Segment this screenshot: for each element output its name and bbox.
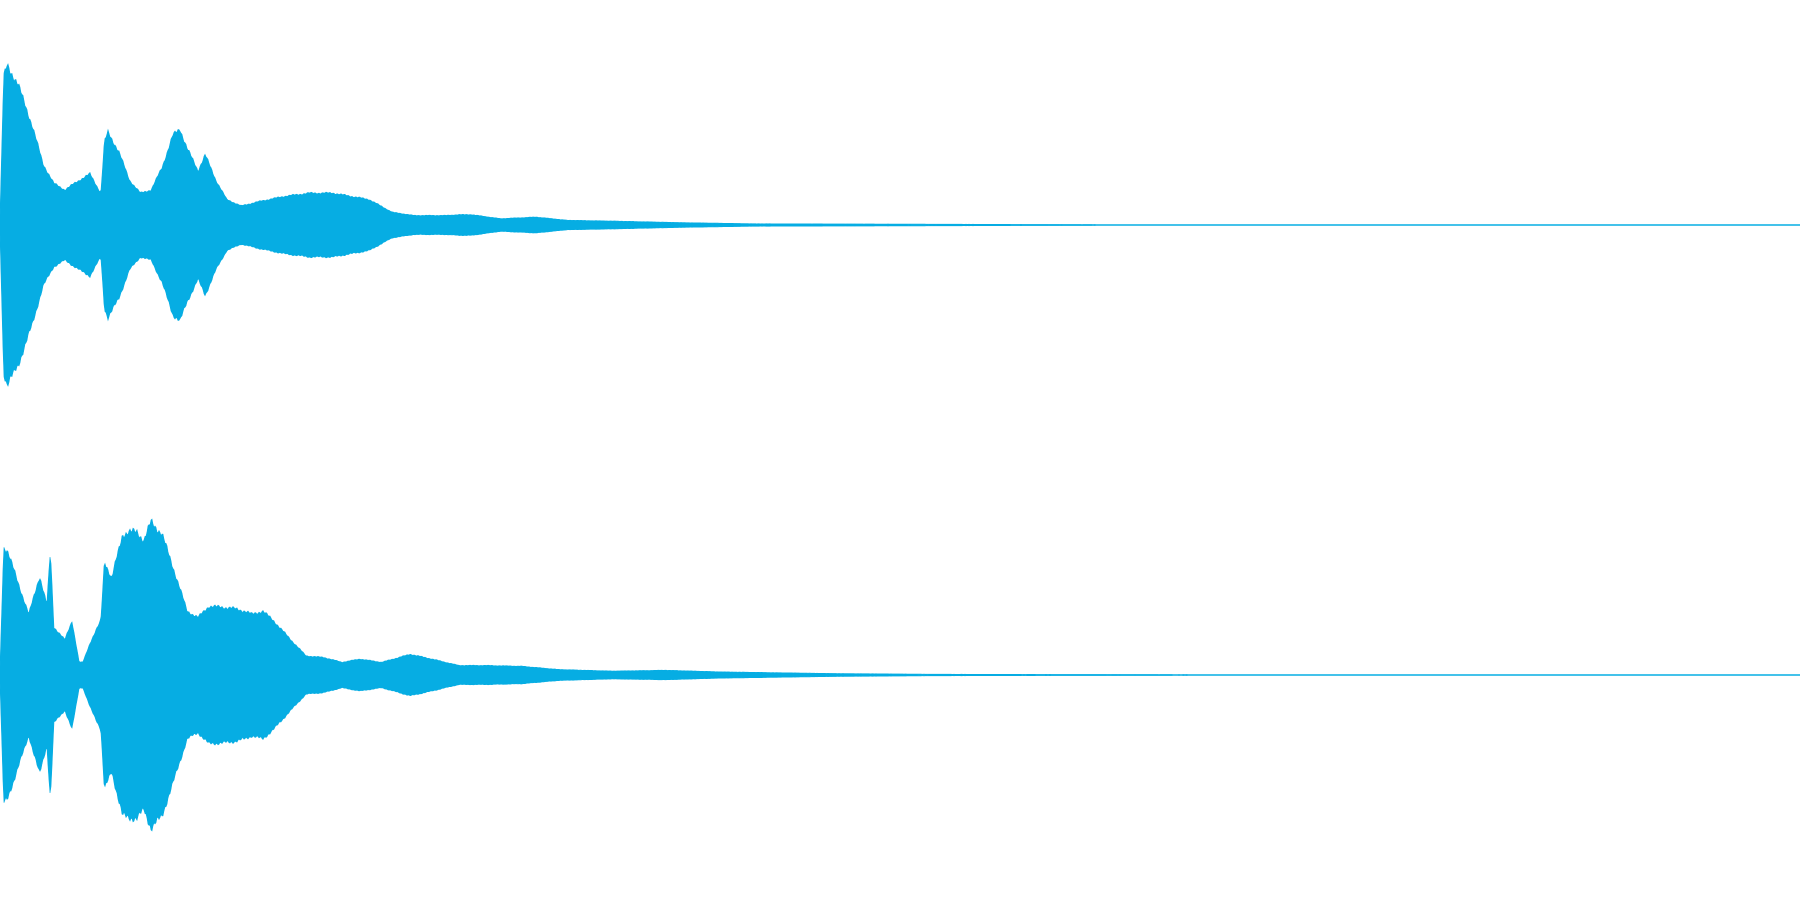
channels-layer <box>0 63 1800 832</box>
waveform-shape-channel-2 <box>0 518 1800 832</box>
waveform-shape-channel-1 <box>0 63 1800 387</box>
waveform-channel-2[interactable] <box>0 518 1800 832</box>
waveform-channel-1[interactable] <box>0 63 1800 387</box>
